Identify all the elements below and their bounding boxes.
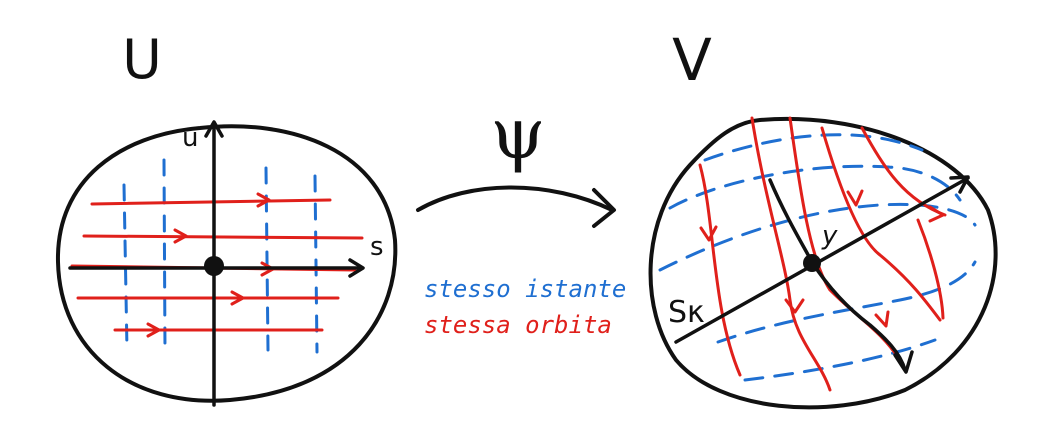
domain-v-boundary <box>648 117 998 410</box>
v-orbit-line <box>698 163 742 377</box>
v-orbit-line <box>784 298 805 314</box>
u-isochrone-lines <box>122 158 319 354</box>
s-axis-label: s <box>370 232 384 262</box>
u-orbit-line <box>82 234 364 240</box>
v-orbit-line <box>820 126 942 322</box>
u-isochrone-line <box>313 174 319 354</box>
map-arrowhead <box>592 188 616 228</box>
section-line <box>674 175 970 374</box>
map-psi-label: ψ <box>491 93 546 175</box>
section-line-stroke <box>674 176 970 344</box>
v-isochrone-line <box>668 164 962 210</box>
u-origin-point <box>204 256 224 276</box>
u-orbit-line <box>173 228 188 244</box>
v-orbit-line <box>874 310 890 328</box>
point-y-label: y <box>821 221 838 251</box>
section-line-arrowhead <box>949 175 970 194</box>
map-psi: ψ <box>416 93 616 228</box>
u-orbit-line <box>146 322 161 338</box>
u-isochrone-line <box>162 158 167 354</box>
v-orbit-line <box>750 116 832 392</box>
u-axis-label: u <box>182 123 198 153</box>
black-transversal-curve <box>768 178 907 372</box>
domain-v: V <box>648 26 998 410</box>
v-orbit-line <box>928 205 945 223</box>
legend-same-orbit: stessa orbita <box>424 311 612 339</box>
section-label: Sκ <box>668 295 705 330</box>
v-orbit-line <box>916 218 945 320</box>
map-arrow <box>416 185 614 212</box>
u-orbit-line <box>256 192 271 208</box>
domain-u: U s <box>55 28 398 407</box>
v-isochrone-line <box>658 202 977 272</box>
domain-v-label: V <box>672 26 712 94</box>
u-orbit-line <box>230 290 245 306</box>
domain-u-label: U <box>122 28 162 91</box>
v-orbit-line <box>699 225 718 242</box>
v-isochrone-line <box>703 133 924 162</box>
v-isochrone-lines <box>658 133 977 382</box>
v-orbit-line <box>846 189 864 207</box>
u-axis-arrowhead <box>204 120 224 138</box>
domain-u-boundary <box>55 124 398 403</box>
v-isochrone-line <box>716 260 977 344</box>
u-isochrone-line <box>264 166 270 352</box>
s-axis-arrowhead <box>348 258 365 278</box>
point-y <box>803 254 821 272</box>
transversal-arrowhead <box>893 350 914 374</box>
legend-same-instant: stesso istante <box>424 275 626 303</box>
v-isochrone-line <box>743 338 937 382</box>
u-orbit-line <box>90 198 332 206</box>
